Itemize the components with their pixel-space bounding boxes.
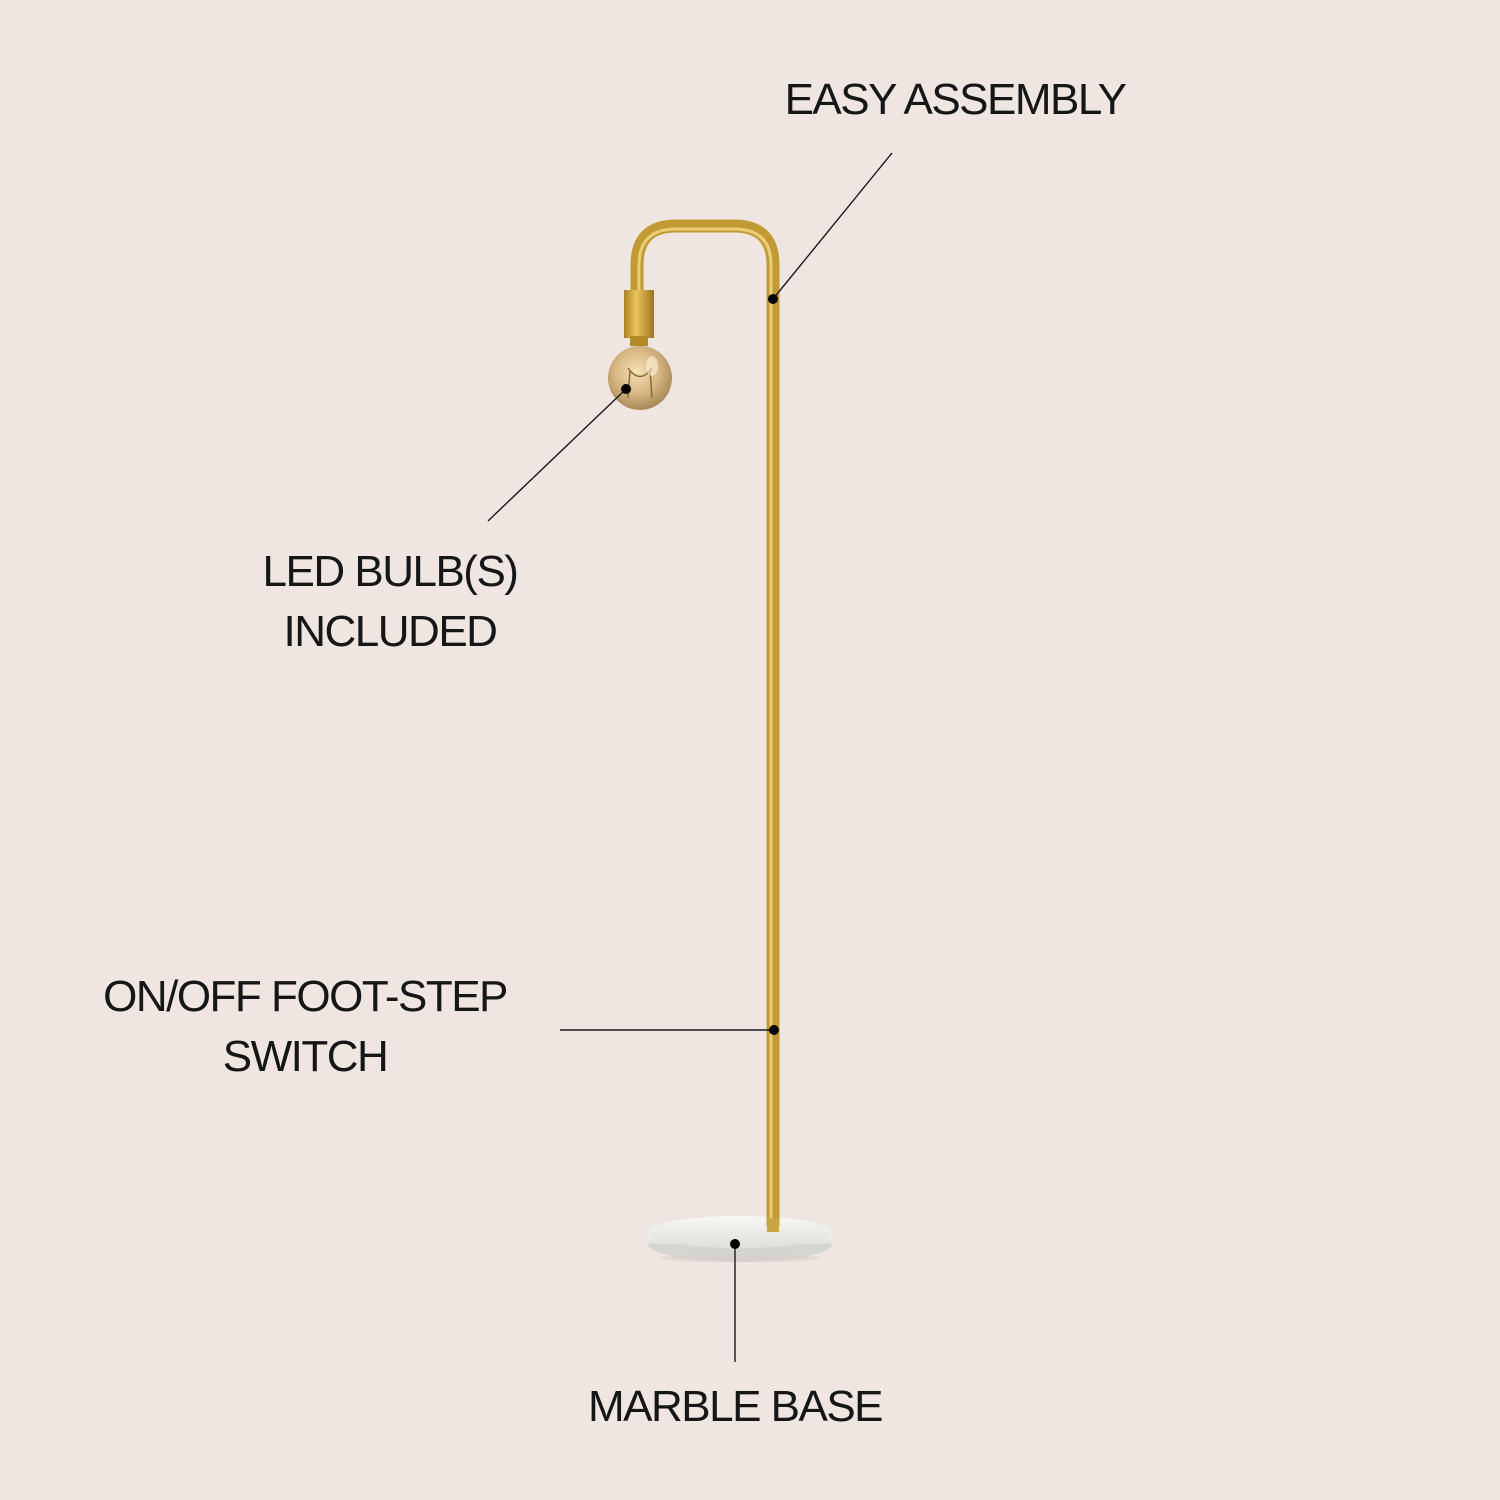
leader-line-easy-assembly (772, 152, 893, 300)
callout-foot-switch: ON/OFF FOOT-STEP SWITCH (40, 967, 570, 1087)
callout-led-bulb: LED BULB(S) INCLUDED (210, 542, 570, 662)
dot-led-bulb (621, 384, 631, 394)
callout-led-bulb-line-1: LED BULB(S) (262, 547, 519, 596)
callout-led-bulb-line-2: INCLUDED (283, 607, 498, 656)
leader-line-led-bulb (487, 388, 627, 522)
callout-easy-assembly: EASY ASSEMBLY (740, 70, 1170, 130)
dot-foot-switch (769, 1025, 779, 1035)
callout-marble-base: MARBLE BASE (540, 1377, 930, 1437)
lamp-pole (630, 219, 780, 1232)
leader-dots (621, 294, 779, 1249)
dot-easy-assembly (768, 294, 778, 304)
leader-lines (487, 152, 893, 1362)
led-bulb (608, 336, 672, 410)
bulb-socket (624, 290, 654, 338)
callout-easy-assembly-text: EASY ASSEMBLY (784, 75, 1127, 124)
callout-marble-base-text: MARBLE BASE (587, 1382, 884, 1431)
marble-base (648, 1216, 832, 1262)
callout-foot-switch-line-2: SWITCH (222, 1032, 389, 1081)
dot-marble-base (730, 1239, 740, 1249)
callout-foot-switch-line-1: ON/OFF FOOT-STEP (103, 972, 508, 1021)
